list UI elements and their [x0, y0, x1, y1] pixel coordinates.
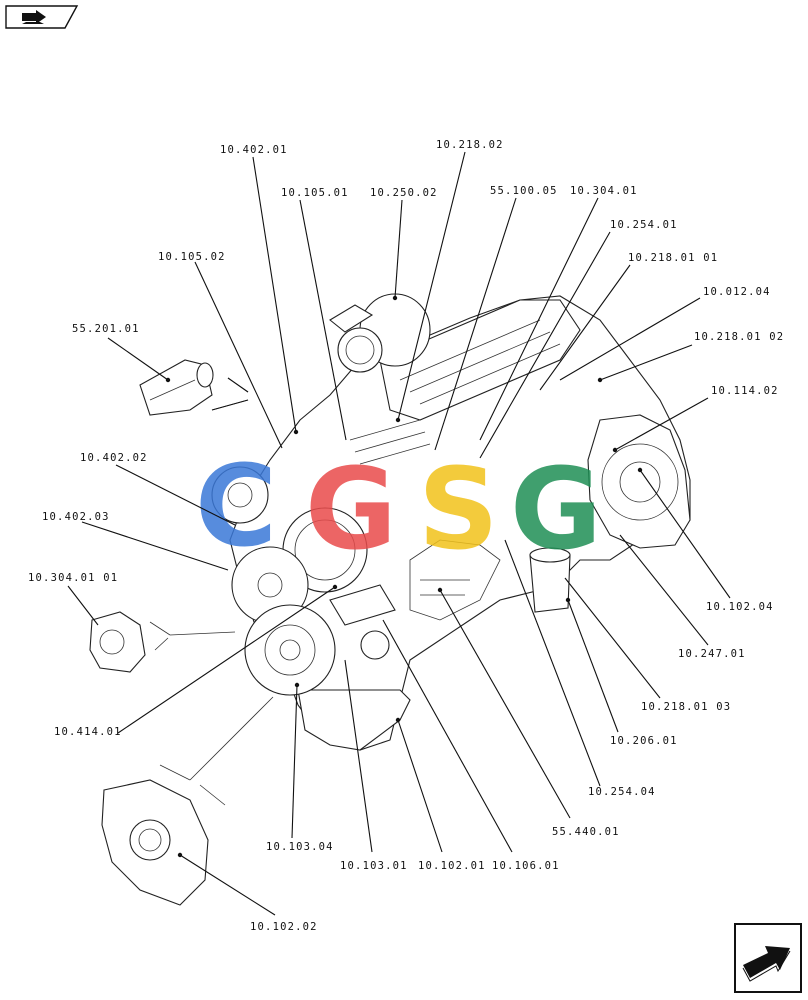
callout-10-254-04[interactable]: 10.254.04: [588, 786, 656, 798]
front-pulleys: [211, 466, 368, 696]
callout-10-218-02[interactable]: 10.218.02: [436, 139, 504, 151]
callout-10-102-01[interactable]: 10.102.01: [418, 860, 486, 872]
forward-arrow-book-icon[interactable]: [5, 5, 79, 29]
callout-10-304-01[interactable]: 10.304.01: [570, 185, 638, 197]
callout-10-206-01[interactable]: 10.206.01: [610, 735, 678, 747]
oil-filter: [529, 547, 571, 613]
callout-10-250-02[interactable]: 10.250.02: [370, 187, 438, 199]
callout-labels: 10.402.01 10.218.02 10.105.01 10.250.02 …: [28, 139, 784, 933]
callout-10-254-01[interactable]: 10.254.01: [610, 219, 678, 231]
callout-10-402-02[interactable]: 10.402.02: [80, 452, 148, 464]
callout-10-114-02[interactable]: 10.114.02: [711, 385, 779, 397]
timing-cover: [101, 696, 274, 906]
callout-10-012-04[interactable]: 10.012.04: [703, 286, 771, 298]
callout-10-304-01-01[interactable]: 10.304.01 01: [28, 572, 118, 584]
callout-10-218-01-03[interactable]: 10.218.01 03: [641, 701, 731, 713]
callout-10-105-02[interactable]: 10.105.02: [158, 251, 226, 263]
next-page-arrow-icon[interactable]: [734, 923, 802, 993]
watermark-letter-s: S: [418, 445, 499, 575]
engine-block-drawing: [211, 293, 691, 751]
callout-55-440-01[interactable]: 55.440.01: [552, 826, 620, 838]
callout-10-105-01[interactable]: 10.105.01: [281, 187, 349, 199]
callout-10-102-02[interactable]: 10.102.02: [250, 921, 318, 933]
watermark-letter-g: G: [305, 445, 397, 575]
callout-10-103-04[interactable]: 10.103.04: [266, 841, 334, 853]
water-pump: [89, 611, 236, 673]
callout-55-100-05[interactable]: 55.100.05: [490, 185, 558, 197]
callout-10-218-01-02[interactable]: 10.218.01 02: [694, 331, 784, 343]
watermark-logo: C G S G: [195, 442, 602, 575]
callout-10-106-01[interactable]: 10.106.01: [492, 860, 560, 872]
callout-10-102-04[interactable]: 10.102.04: [706, 601, 774, 613]
callout-10-218-01-01[interactable]: 10.218.01 01: [628, 252, 718, 264]
leader-lines: [67, 151, 731, 916]
watermark-letter-c: C: [195, 442, 277, 572]
starter-motor: [139, 359, 249, 416]
callout-55-201-01[interactable]: 55.201.01: [72, 323, 140, 335]
callout-10-103-01[interactable]: 10.103.01: [340, 860, 408, 872]
callout-10-402-01[interactable]: 10.402.01: [220, 144, 288, 156]
watermark-letter-g2: G: [510, 445, 602, 575]
callout-10-414-01[interactable]: 10.414.01: [54, 726, 122, 738]
turbocharger: [329, 293, 431, 373]
callout-10-402-03[interactable]: 10.402.03: [42, 511, 110, 523]
callout-10-247-01[interactable]: 10.247.01: [678, 648, 746, 660]
leader-dots: [165, 295, 643, 858]
